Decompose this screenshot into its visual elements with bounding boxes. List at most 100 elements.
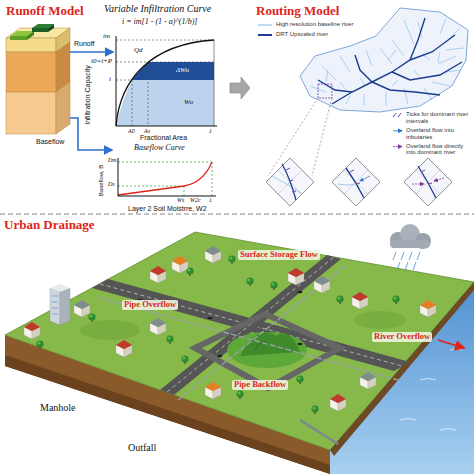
infiltration-graph [116, 40, 214, 41]
city-scene [50, 288, 60, 325]
infiltration-graph [116, 36, 217, 126]
grid-cells [272, 176, 302, 194]
panel-title: Urban Drainage [4, 218, 95, 233]
panel-title: Routing Model [256, 4, 339, 19]
river-basin-map [392, 62, 462, 80]
city-scene [296, 375, 303, 384]
grid-cells [332, 158, 380, 206]
flow-label: Baseflow [36, 138, 64, 146]
soil-column [6, 92, 56, 134]
baseflow-graph [212, 162, 213, 196]
rain-cloud [390, 224, 431, 270]
city-scene [150, 318, 166, 335]
axis-title: Infiltration Capacity [84, 65, 92, 125]
city-scene [5, 232, 474, 450]
rain-cloud [393, 252, 420, 270]
process-label: Surface Storage Flow [238, 250, 320, 260]
river-basin-map [372, 82, 440, 95]
city-scene [186, 267, 193, 276]
grid-cells [266, 158, 314, 206]
grid-cells [434, 178, 444, 181]
grid-cells [282, 164, 296, 200]
axis-label: im [103, 32, 110, 40]
legend-sample [393, 130, 402, 131]
city-scene [52, 296, 58, 314]
grid-cells [346, 168, 364, 198]
axis-tick: Ds [108, 181, 115, 188]
area-label: ΔWu [176, 66, 189, 74]
axis-tick: W2c [190, 197, 201, 204]
city-scene [360, 372, 376, 389]
city-scene [218, 355, 223, 358]
baseflow-graph [118, 158, 216, 196]
flow-arrow [230, 77, 250, 99]
axis-label: i [109, 75, 111, 83]
river-basin-map [346, 50, 460, 106]
soil-column [10, 36, 27, 40]
city-scene [298, 343, 303, 346]
axis-tick: Ws [177, 197, 184, 204]
city-scene [160, 255, 341, 395]
city-scene [100, 298, 398, 380]
grid-cells [350, 170, 360, 184]
infiltration-graph [132, 80, 133, 126]
river-basin-map [318, 18, 462, 104]
grid-cells [412, 184, 424, 185]
city-scene [150, 266, 166, 283]
soil-column [6, 24, 70, 134]
city-scene [205, 382, 221, 399]
city-scene [330, 282, 474, 456]
infiltration-graph [116, 40, 214, 126]
river-basin-map [410, 18, 425, 60]
axis-title: Fractional Area [140, 134, 187, 142]
baseflow-graph [118, 162, 212, 195]
soil-column [48, 24, 54, 32]
city-scene [24, 322, 40, 339]
model-panel: Runoff Model [2, 2, 228, 212]
overflow-arrow [438, 340, 464, 348]
city-scene [166, 335, 173, 344]
axis-label: i0=i+P [91, 57, 112, 65]
baseflow-graph [118, 186, 184, 187]
river-basin-map [312, 98, 332, 176]
structure-label: Outfall [128, 442, 156, 454]
formula: i = im[1 - (1 - a)^(1/b)] [122, 17, 197, 26]
city-scene [352, 292, 368, 309]
legend-sample [258, 25, 272, 26]
infiltration-graph [214, 40, 215, 126]
legend-sample [393, 113, 401, 117]
model-panel: Urban Drainage [0, 216, 474, 474]
city-scene [270, 281, 277, 290]
axis-title: Baseflow, B [99, 164, 106, 195]
area-label: Wu [184, 98, 193, 106]
axis-title: Layer 2 Soil Moistrre, W2 [128, 205, 207, 213]
infiltration-graph [116, 80, 132, 81]
river-basin-map [318, 80, 352, 92]
process-label: Pipe Overflow [122, 300, 178, 310]
city-scene [5, 224, 474, 474]
soil-column [27, 31, 34, 40]
city-scene [178, 266, 345, 400]
grid-cells [404, 158, 452, 206]
city-scene [50, 284, 70, 292]
soil-column [56, 82, 70, 134]
baseflow-arrow [70, 118, 112, 150]
city-scene [116, 340, 132, 357]
city-scene [298, 291, 303, 294]
section-divider [0, 214, 474, 215]
city-scene [228, 255, 235, 264]
city-scene [300, 420, 338, 444]
axis-tick: As [144, 128, 150, 135]
city-scene [240, 332, 300, 356]
city-scene [236, 390, 243, 399]
legend-sample [393, 146, 402, 147]
infiltration-graph [148, 62, 149, 126]
grid-cells [360, 176, 370, 181]
river-basin-map [332, 35, 455, 104]
grid-cells [344, 170, 368, 194]
grid-cells [344, 170, 368, 194]
city-scene [288, 268, 304, 285]
axis-tick: Dm [108, 157, 117, 164]
river-basin-map [318, 84, 332, 98]
